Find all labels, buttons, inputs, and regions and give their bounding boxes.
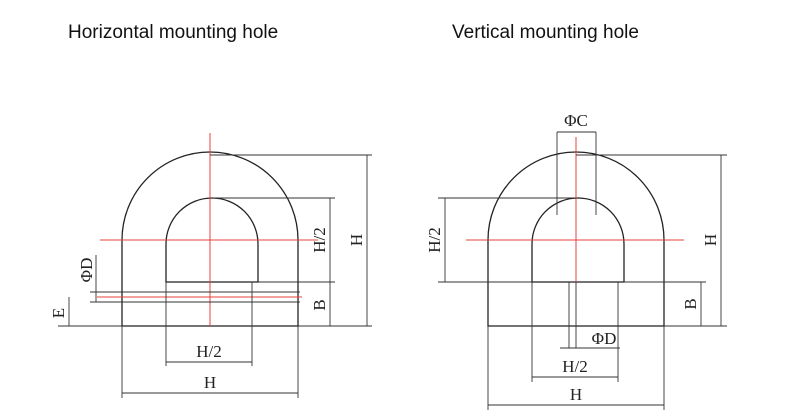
label-half-height-right: H/2 bbox=[425, 227, 444, 253]
label-offset-left: E bbox=[49, 308, 68, 318]
label-height-right: H bbox=[701, 234, 720, 246]
inner-hole-right bbox=[531, 197, 625, 283]
label-base-left: B bbox=[310, 299, 329, 310]
label-half-width-right: H/2 bbox=[562, 357, 588, 376]
title-horizontal-mounting-hole: Horizontal mounting hole bbox=[68, 22, 279, 43]
label-half-height-left: H/2 bbox=[310, 227, 329, 253]
outer-profile-left bbox=[121, 151, 299, 327]
label-width-left: H bbox=[204, 373, 216, 392]
title-vertical-mounting-hole: Vertical mounting hole bbox=[452, 22, 639, 43]
label-base-right: B bbox=[681, 298, 700, 309]
horizontal-fender-drawing: H/2 H B ΦD E H/2 H bbox=[49, 133, 372, 398]
label-half-width-left: H/2 bbox=[196, 342, 222, 361]
label-hole-dia-left: ΦD bbox=[77, 258, 96, 283]
outer-profile-right bbox=[487, 151, 665, 327]
label-top-hole-dia-right: ΦC bbox=[564, 111, 588, 130]
label-hole-dia-right: ΦD bbox=[592, 329, 617, 348]
label-height-left: H bbox=[347, 234, 366, 246]
label-width-right: H bbox=[570, 385, 582, 404]
vertical-fender-drawing: ΦC H/2 H B ΦD H/2 H bbox=[425, 111, 727, 410]
